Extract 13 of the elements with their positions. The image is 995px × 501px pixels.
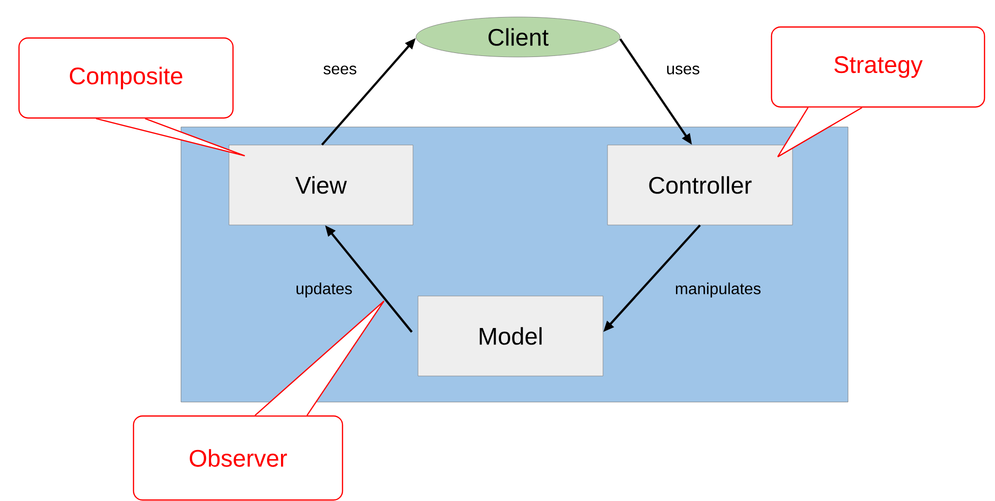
edge-label: updates <box>296 282 352 298</box>
edge-label: uses <box>667 66 700 74</box>
edge-label: manipulates <box>676 282 761 298</box>
callout-bubble: Strategy <box>770 26 986 108</box>
process-box: Model <box>418 296 604 376</box>
edge-label: sees <box>324 66 356 74</box>
callout-tail <box>777 107 863 158</box>
ellipse-node: Client <box>416 16 620 58</box>
process-box: View <box>228 144 414 226</box>
process-box: Controller <box>607 144 793 226</box>
callout-tail <box>95 118 246 156</box>
callout-tail <box>254 300 385 416</box>
callout-bubble: Observer <box>132 415 344 501</box>
